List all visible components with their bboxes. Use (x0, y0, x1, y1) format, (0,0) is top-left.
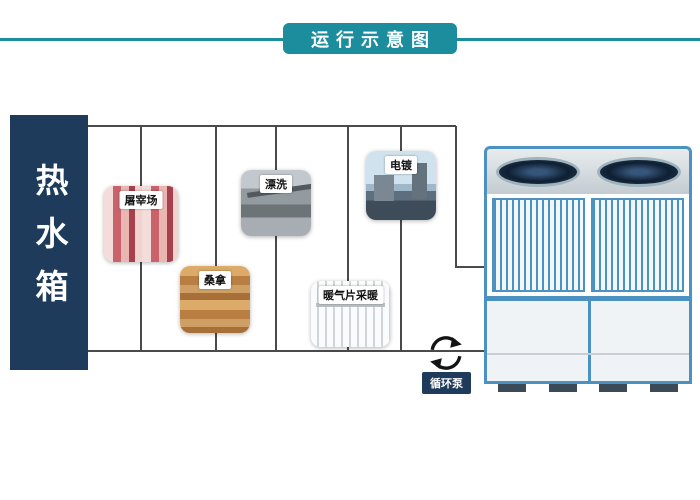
heat-pump-unit (484, 146, 692, 392)
application-card-sauna: 桑拿 (180, 266, 250, 333)
page-title: 运行示意图 (283, 23, 457, 54)
sauna-label: 桑拿 (199, 271, 231, 289)
application-card-rinsing: 漂洗 (241, 170, 311, 236)
circulation-arrows-icon (430, 336, 462, 370)
grille-panel (492, 198, 585, 292)
application-card-slaughterhouse: 屠宰场 (104, 186, 178, 262)
electroplating-label: 电镀 (385, 156, 417, 174)
heat-pump-feet (484, 384, 692, 392)
hot-water-tank-label: 热水箱 (31, 163, 68, 322)
fan-icon (495, 156, 580, 187)
rinsing-label: 漂洗 (260, 175, 292, 193)
fan-icon (596, 156, 681, 187)
heat-pump-top-deck (484, 146, 692, 194)
hot-water-tank: 热水箱 (10, 115, 88, 370)
slaughterhouse-label: 屠宰场 (119, 191, 163, 209)
heat-pump-cabinet (484, 296, 692, 384)
heat-pump-coil-grille (484, 194, 692, 296)
application-card-radiator-heating: 暖气片采暖 (311, 281, 390, 347)
application-card-electroplating: 电镀 (366, 151, 436, 220)
grille-panel (591, 198, 684, 292)
radiator-heating-label: 暖气片采暖 (318, 286, 383, 304)
circulation-pump-label: 循环泵 (422, 372, 471, 394)
